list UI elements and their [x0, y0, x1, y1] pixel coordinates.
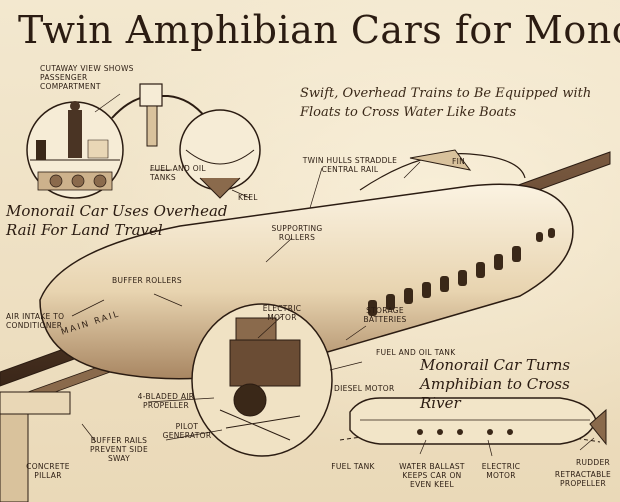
section-heading-river: Monorail Car Turns Amphibian to Cross Ri…	[420, 356, 571, 412]
label-electric-motor-bottom: ELECTRIC MOTOR	[481, 462, 521, 480]
label-twin-hulls: TWIN HULLS STRADDLE CENTRAL RAIL	[302, 156, 398, 174]
label-air-intake: AIR INTAKE TO CONDITIONER	[6, 312, 65, 330]
section-heading-land: Monorail Car Uses Overhead Rail For Land…	[6, 202, 228, 239]
label-fuel-and-oil-tank: FUEL AND OIL TANK	[376, 348, 456, 357]
amphibian-car	[339, 397, 607, 446]
label-buffer-rails: BUFFER RAILS PREVENT SIDE SWAY	[89, 436, 148, 463]
monorail-car	[39, 149, 574, 380]
label-storage-batteries: STORAGE BATTERIES	[363, 306, 407, 324]
label-fin: FIN	[452, 157, 466, 166]
label-concrete-pillar: CONCRETE PILLAR	[26, 462, 70, 480]
page-subtitle: Swift, Overhead Trains to Be Equipped wi…	[300, 86, 592, 120]
engine-cutaway	[191, 303, 333, 457]
rail-hub	[111, 83, 261, 199]
label-retractable-propeller: RETRACTABLE PROPELLER	[554, 470, 612, 488]
label-rudder: RUDDER	[576, 458, 611, 467]
leader-lines	[71, 93, 595, 457]
concrete-pillar	[0, 391, 71, 502]
label-electric-motor-top: ELECTRIC MOTOR	[262, 304, 302, 322]
label-air-propeller: 4-BLADED AIR PROPELLER	[137, 392, 195, 410]
label-supporting-rollers: SUPPORTING ROLLERS	[271, 224, 323, 242]
label-buffer-rollers: BUFFER ROLLERS	[112, 276, 182, 285]
cutaway-view	[26, 101, 124, 199]
label-fuel-tank: FUEL TANK	[331, 462, 375, 471]
window-row	[368, 228, 555, 316]
page-title: Twin Amphibian Cars for Monorail	[18, 8, 620, 52]
label-fuel-oil-tanks: FUEL AND OIL TANKS	[150, 164, 206, 182]
label-cutaway-view: CUTAWAY VIEW SHOWS PASSENGER COMPARTMENT	[40, 64, 134, 91]
label-diesel-motor: DIESEL MOTOR	[334, 384, 395, 393]
label-pilot-generator: PILOT GENERATOR	[162, 422, 212, 440]
label-keel: KEEL	[238, 193, 258, 202]
label-water-ballast: WATER BALLAST KEEPS CAR ON EVEN KEEL	[399, 462, 465, 489]
